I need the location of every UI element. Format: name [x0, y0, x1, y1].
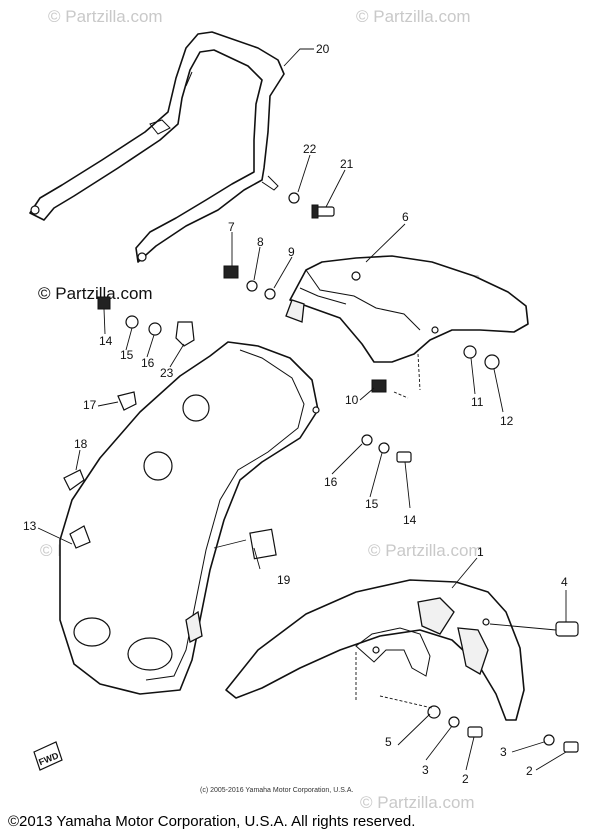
callout-16-right: 16 [324, 475, 338, 489]
callout-1: 1 [477, 545, 484, 559]
callout-15-left: 15 [120, 348, 134, 362]
watermark: © Partzilla.com [48, 7, 163, 26]
watermark: © Partzilla.com [368, 541, 483, 560]
callout-14-right: 14 [403, 513, 417, 527]
callout-6: 6 [402, 210, 409, 224]
callout-2-right: 2 [526, 764, 533, 778]
callout-5: 5 [385, 735, 392, 749]
callout-22: 22 [303, 142, 317, 156]
callout-23: 23 [160, 366, 174, 380]
inner-fender-part-7 [59, 341, 320, 695]
callout-4: 4 [561, 575, 568, 589]
watermark-dark: © Partzilla.com [38, 284, 153, 303]
callout-17: 17 [83, 398, 97, 412]
rear-fender-part-6 [285, 255, 529, 363]
callout-3-left: 3 [422, 763, 429, 777]
watermark: © Partzilla.com [356, 7, 471, 26]
callout-13: 13 [23, 519, 37, 533]
callout-21: 21 [340, 157, 354, 171]
copyright-small: (c) 2005-2016 Yamaha Motor Corporation, … [200, 787, 353, 794]
callout-16-left: 16 [141, 356, 155, 370]
callout-20: 20 [316, 42, 330, 56]
callout-3-right: 3 [500, 745, 507, 759]
callout-12: 12 [500, 414, 514, 428]
front-fender-part-1 [225, 579, 525, 721]
callout-2-left: 2 [462, 772, 469, 786]
callout-14-left: 14 [99, 334, 113, 348]
emblem-part-19 [249, 528, 277, 560]
callout-15-right: 15 [365, 497, 379, 511]
callout-10: 10 [345, 393, 359, 407]
callout-19: 19 [277, 573, 291, 587]
callout-8: 8 [257, 235, 264, 249]
watermark: © Partzilla.com [360, 793, 475, 812]
callout-9: 9 [288, 245, 295, 259]
callout-7: 7 [228, 220, 235, 234]
grab-bar-part-20 [29, 31, 285, 263]
callout-11: 11 [471, 395, 484, 409]
copyright-main: ©2013 Yamaha Motor Corporation, U.S.A. A… [8, 813, 415, 830]
hardware-parts [63, 192, 579, 753]
callout-labels: 20 22 21 6 7 8 9 14 15 16 23 17 18 13 19… [23, 42, 568, 786]
leader-lines [37, 48, 567, 771]
callout-18: 18 [74, 437, 88, 451]
forward-direction-marker: FWD [33, 741, 63, 771]
